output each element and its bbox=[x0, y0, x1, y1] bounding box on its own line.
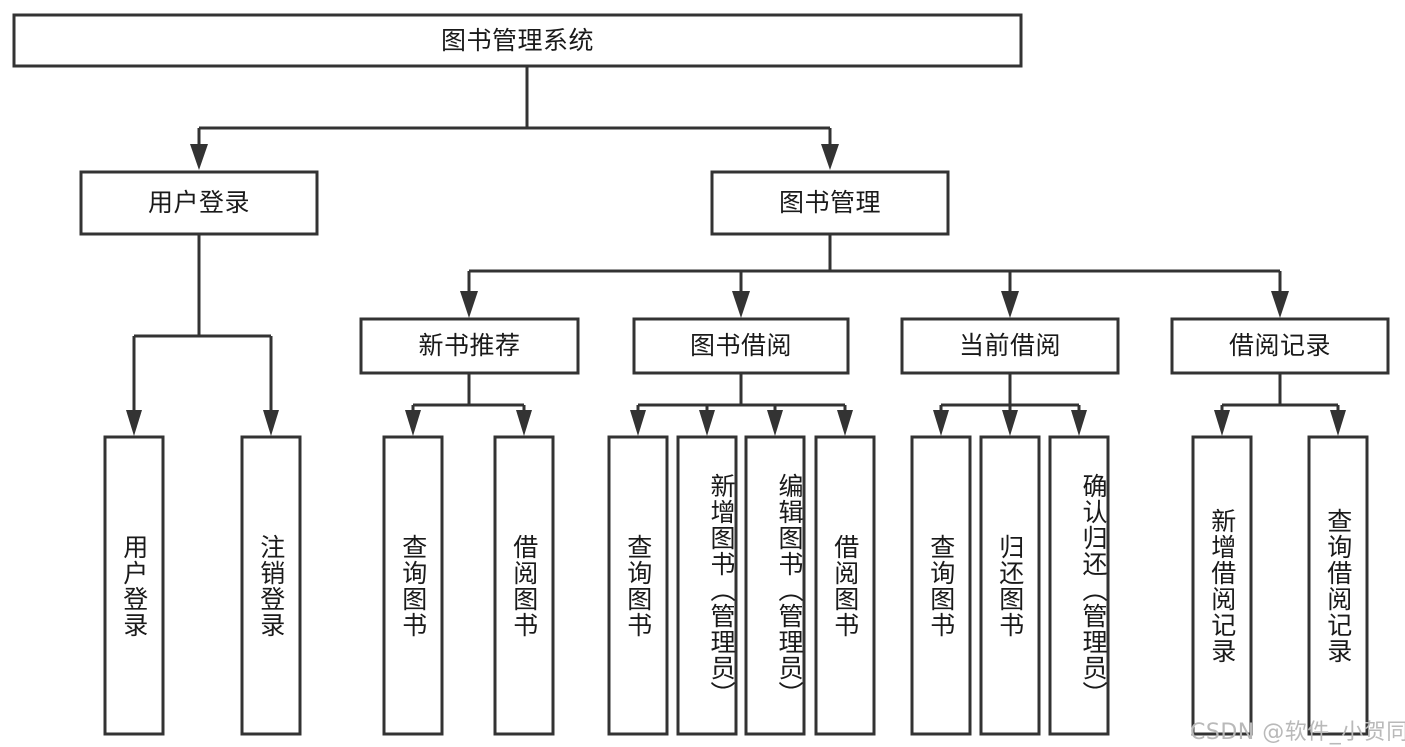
arrow-head-current-borrow bbox=[1001, 291, 1019, 318]
node-box-leaf-add-book[interactable] bbox=[676, 435, 738, 736]
arrow-head-borrow-record bbox=[1271, 291, 1289, 318]
arrow-head-new-book-rec bbox=[460, 291, 478, 318]
node-box-root[interactable] bbox=[12, 13, 1023, 68]
node-box-book-borrow[interactable] bbox=[632, 317, 850, 375]
arrow-head-book-manage bbox=[821, 144, 839, 170]
arrow-head-leaf-borrow-book-2 bbox=[837, 410, 853, 436]
arrow-head-leaf-query-record bbox=[1330, 410, 1346, 436]
node-box-leaf-return-book[interactable] bbox=[979, 435, 1041, 736]
node-box-borrow-record[interactable] bbox=[1170, 317, 1390, 375]
node-box-leaf-query-book-2[interactable] bbox=[607, 435, 669, 736]
arrow-head-book-borrow bbox=[732, 291, 750, 318]
node-box-current-borrow[interactable] bbox=[900, 317, 1120, 375]
node-box-leaf-borrow-book-1[interactable] bbox=[493, 435, 555, 736]
arrow-head-leaf-add-book bbox=[699, 410, 715, 436]
arrow-head-leaf-edit-book bbox=[767, 410, 783, 436]
node-box-leaf-add-record[interactable] bbox=[1191, 435, 1253, 736]
node-box-leaf-query-book-3[interactable] bbox=[910, 435, 972, 736]
node-box-user-login[interactable] bbox=[79, 170, 319, 236]
node-box-leaf-confirm-return[interactable] bbox=[1048, 435, 1110, 736]
arrow-head-leaf-query-book-3 bbox=[933, 410, 949, 436]
node-box-book-manage[interactable] bbox=[710, 170, 950, 236]
node-box-leaf-user-login[interactable] bbox=[103, 435, 165, 736]
arrow-head-leaf-borrow-book-1 bbox=[516, 410, 532, 436]
node-box-new-book-rec[interactable] bbox=[359, 317, 580, 375]
arrow-head-leaf-query-book-1 bbox=[405, 410, 421, 436]
arrow-head-leaf-query-book-2 bbox=[630, 410, 646, 436]
arrow-head-leaf-confirm-return bbox=[1071, 410, 1087, 436]
arrow-head-leaf-user-login bbox=[126, 410, 142, 436]
node-box-leaf-edit-book[interactable] bbox=[744, 435, 806, 736]
node-box-leaf-borrow-book-2[interactable] bbox=[814, 435, 876, 736]
node-box-leaf-query-record[interactable] bbox=[1307, 435, 1369, 736]
arrow-head-leaf-return-book bbox=[1002, 410, 1018, 436]
node-box-leaf-user-logout[interactable] bbox=[240, 435, 302, 736]
arrow-head-leaf-user-logout bbox=[263, 410, 279, 436]
arrow-head-user-login bbox=[190, 144, 208, 170]
arrow-head-leaf-add-record bbox=[1214, 410, 1230, 436]
node-box-leaf-query-book-1[interactable] bbox=[382, 435, 444, 736]
